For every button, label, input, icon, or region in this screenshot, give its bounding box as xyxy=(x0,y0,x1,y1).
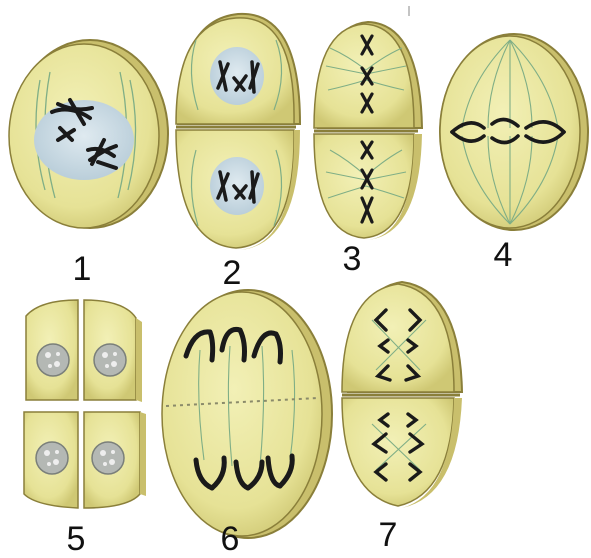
nucleus-upper xyxy=(210,47,264,105)
label-7: 7 xyxy=(379,516,398,554)
cell-6-anaphase-i xyxy=(162,290,332,538)
label-2: 2 xyxy=(223,254,242,292)
cell-4-metaphase-i xyxy=(440,34,588,230)
cell-3-metaphase-ii xyxy=(314,22,422,240)
label-1: 1 xyxy=(73,250,92,288)
label-4: 4 xyxy=(494,236,513,274)
cell-7-anaphase-ii xyxy=(342,282,462,508)
label-3: 3 xyxy=(343,240,362,278)
label-5: 5 xyxy=(67,520,86,558)
nucleus xyxy=(34,100,134,180)
cell-1-prophase xyxy=(9,40,168,228)
nucleus-lower xyxy=(210,157,264,215)
cell-5-telophase-ii xyxy=(24,300,146,508)
label-6: 6 xyxy=(221,520,240,558)
cell-2-prophase-ii xyxy=(176,14,300,250)
